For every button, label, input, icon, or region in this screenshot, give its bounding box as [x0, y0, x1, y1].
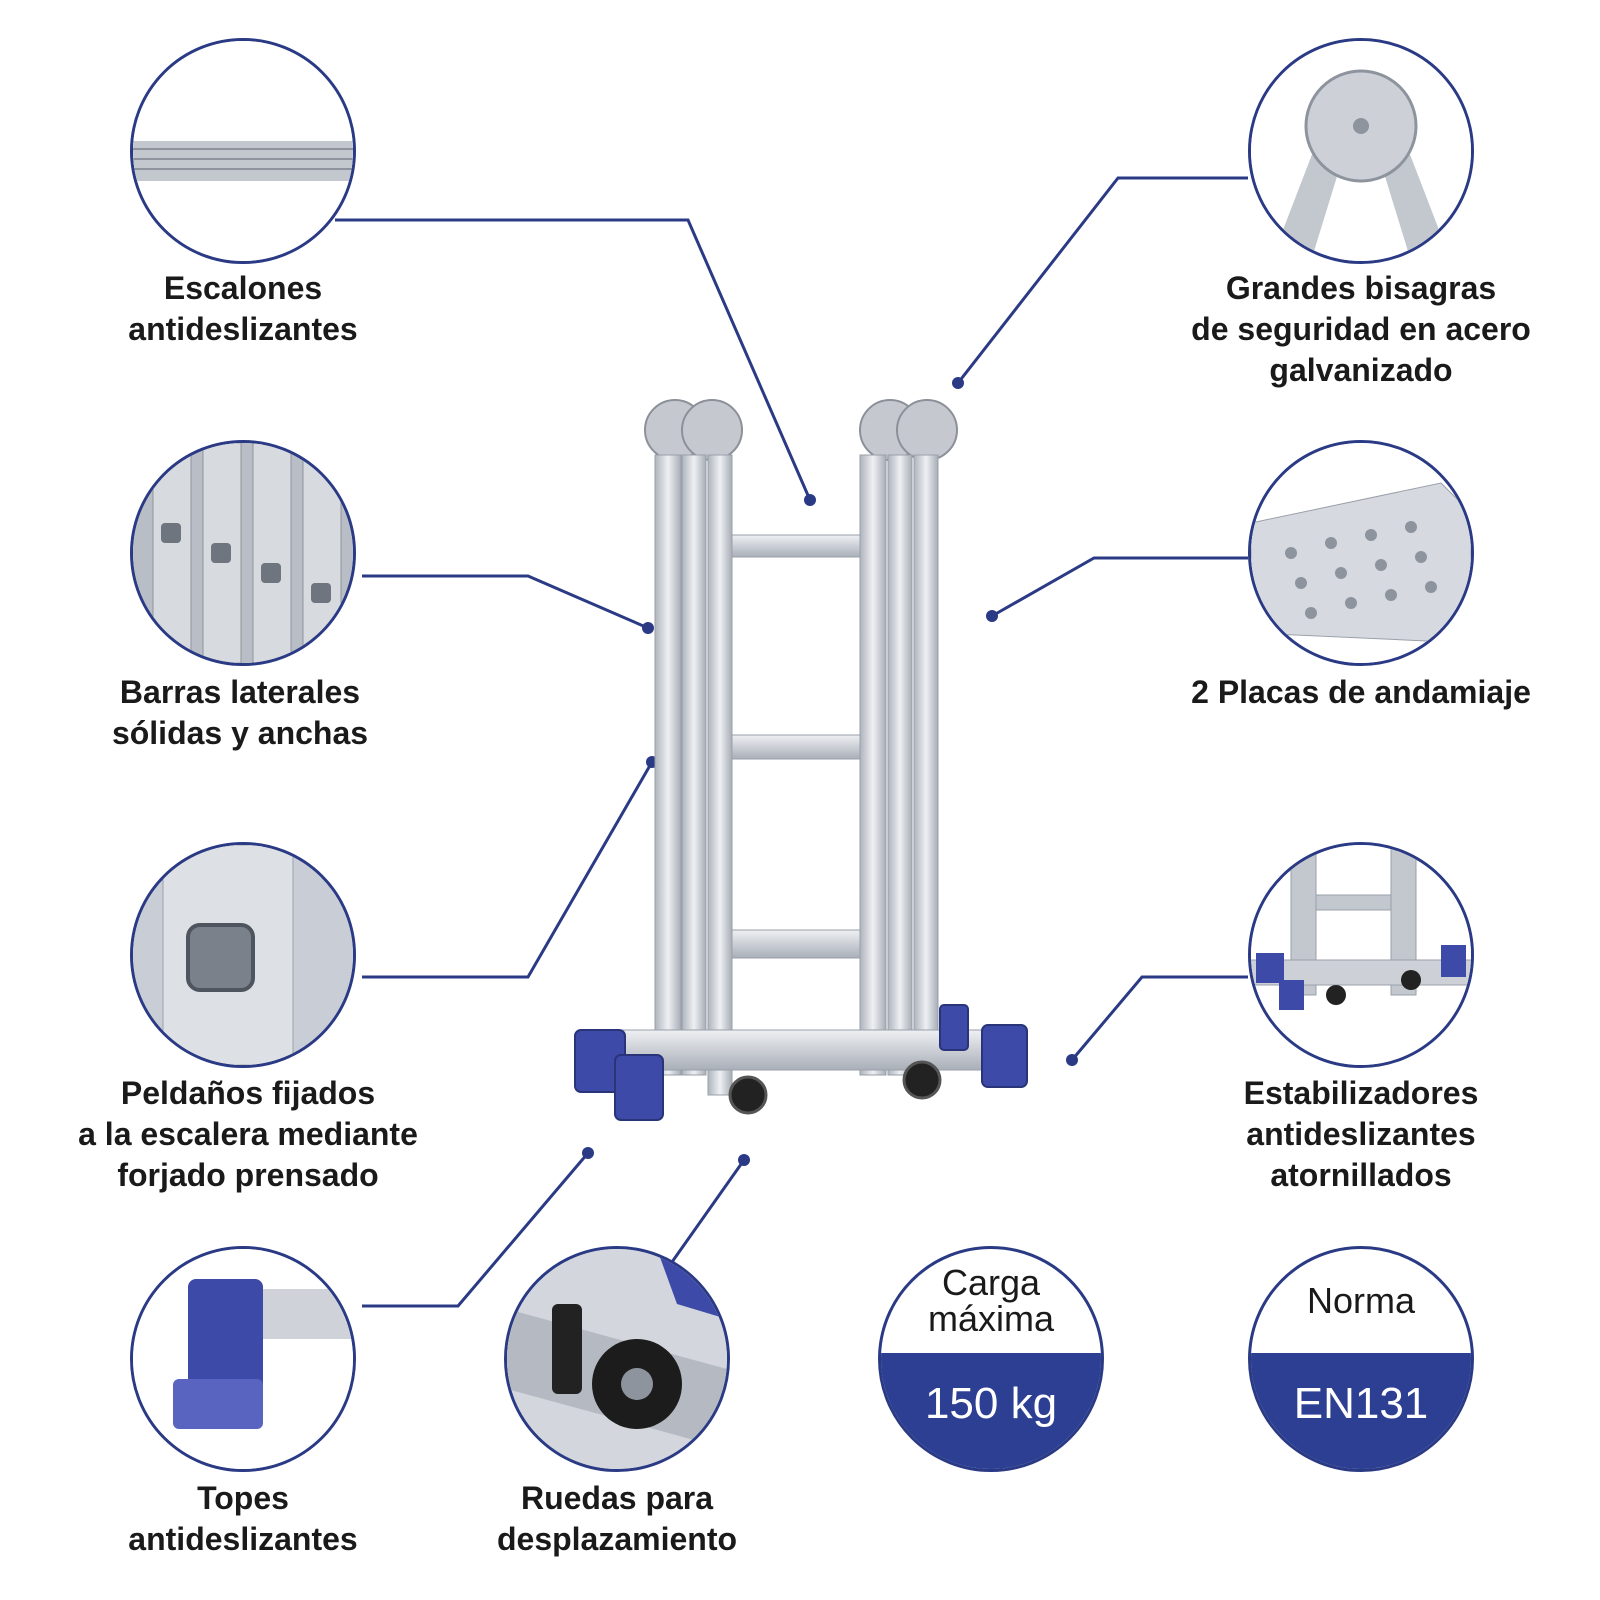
connector-placas [991, 556, 1248, 618]
badge-norma-value: EN131 [1251, 1353, 1471, 1469]
feature-circle-estabilizadores [1248, 842, 1474, 1068]
connector-dot [642, 622, 654, 634]
feature-circle-peldanos [130, 842, 356, 1068]
connector-topes [362, 1152, 590, 1308]
rung-closeup-icon [133, 41, 353, 261]
connector-dot [582, 1147, 594, 1159]
connector-dot [1066, 1054, 1078, 1066]
feature-circle-placas [1248, 440, 1474, 666]
pressed-rivet-closeup-icon [133, 845, 353, 1065]
feature-circle-topes [130, 1246, 356, 1472]
feature-circle-barras [130, 440, 356, 666]
badge-carga-label: Carga máxima [927, 1262, 1055, 1339]
feature-circle-bisagras [1248, 38, 1474, 264]
connector-escalones [335, 218, 812, 501]
connector-bisagras [956, 176, 1248, 384]
connector-dot [738, 1154, 750, 1166]
connector-peldanos [362, 761, 654, 979]
connector-estabilizadores [1070, 975, 1248, 1061]
connector-dot [804, 494, 816, 506]
label-placas: 2 Placas de andamiaje [1191, 674, 1531, 710]
connector-dot [986, 610, 998, 622]
stabilizer-closeup-icon [1251, 845, 1471, 1065]
connector-dot [952, 377, 964, 389]
ladder-illustration [574, 399, 1028, 1121]
feature-circle-ruedas [504, 1246, 730, 1472]
scaffold-plate-closeup-icon [1251, 443, 1471, 663]
badge-carga-maxima: Carga máxima 150 kg [878, 1246, 1104, 1472]
hinge-closeup-icon [1251, 41, 1471, 261]
connector-ruedas [670, 1159, 746, 1263]
feature-circle-escalones [130, 38, 356, 264]
side-rails-closeup-icon [133, 443, 353, 663]
connector-barras [362, 574, 649, 630]
wheel-closeup-icon [507, 1249, 727, 1469]
stopper-closeup-icon [133, 1249, 353, 1469]
badge-norma-label: Norma [1306, 1280, 1416, 1321]
badge-norma: Norma EN131 [1248, 1246, 1474, 1472]
badge-carga-value: 150 kg [881, 1353, 1101, 1469]
hinge-icon [644, 399, 958, 461]
